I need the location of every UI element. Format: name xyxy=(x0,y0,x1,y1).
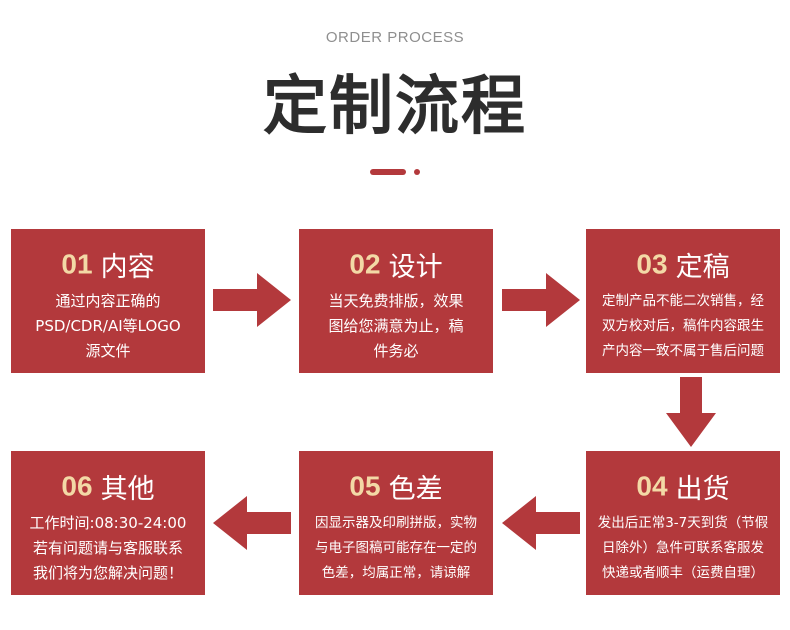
step-description: 发出后正常3-7天到货（节假 日除外）急件可联系客服发 快递或者顺丰（运费自理） xyxy=(592,511,774,586)
step-description-line: 源文件 xyxy=(85,342,131,360)
step-description-line: PSD/CDR/AI等LOGO xyxy=(35,317,181,335)
step-number: 06 xyxy=(61,470,93,502)
section-subtitle: ORDER PROCESS xyxy=(325,29,465,46)
arrow-left-icon xyxy=(213,496,291,550)
step-description-line: 因显示器及印刷拼版，实物 xyxy=(315,515,477,531)
step-name: 出货 xyxy=(675,474,730,505)
step-number: 02 xyxy=(349,248,381,280)
step-description-line: 色差，均属正常，请谅解 xyxy=(321,565,471,581)
step-name: 定稿 xyxy=(675,252,730,283)
title-underline-bar xyxy=(370,169,406,175)
step-description-line: 件务必 xyxy=(373,342,419,360)
step-description: 工作时间:08:30-24:00 若有问题请与客服联系 我们将为您解决问题！ xyxy=(17,511,199,586)
step-description-line: 通过内容正确的 xyxy=(55,292,161,310)
arrow-down-icon xyxy=(666,377,716,447)
arrow-right-icon xyxy=(213,273,291,327)
step-description: 通过内容正确的 PSD/CDR/AI等LOGO 源文件 xyxy=(17,289,199,364)
step-name: 其他 xyxy=(100,474,155,505)
step-description-line: 我们将为您解决问题！ xyxy=(32,564,183,582)
step-description: 因显示器及印刷拼版，实物 与电子图稿可能存在一定的 色差，均属正常，请谅解 xyxy=(305,511,487,586)
step-description-line: 工作时间:08:30-24:00 xyxy=(29,514,187,532)
step-number: 03 xyxy=(636,248,668,280)
step-description: 定制产品不能二次销售，经 双方校对后，稿件内容跟生 产内容一致不属于售后问题 xyxy=(592,289,774,364)
step-number: 01 xyxy=(61,248,93,280)
step-name: 内容 xyxy=(100,252,155,283)
step-number: 04 xyxy=(636,470,668,502)
title-underline-dot xyxy=(414,169,420,175)
step-description-line: 日除外）急件可联系客服发 xyxy=(602,540,764,556)
step-description-line: 发出后正常3-7天到货（节假 xyxy=(597,515,769,531)
arrow-left-icon xyxy=(502,496,580,550)
step-description-line: 若有问题请与客服联系 xyxy=(32,539,183,557)
step-description-line: 图给您满意为止，稿 xyxy=(328,317,464,335)
step-description-line: 当天免费排版，效果 xyxy=(328,292,464,310)
step-description-line: 与电子图稿可能存在一定的 xyxy=(315,540,477,556)
step-description-line: 产内容一致不属于售后问题 xyxy=(602,343,764,359)
step-name: 色差 xyxy=(388,474,443,505)
arrow-right-icon xyxy=(502,273,580,327)
page-title: 定制流程 xyxy=(263,70,527,144)
step-description-line: 定制产品不能二次销售，经 xyxy=(602,293,764,309)
step-description-line: 双方校对后，稿件内容跟生 xyxy=(602,318,764,334)
step-description-line: 快递或者顺丰（运费自理） xyxy=(602,565,764,581)
step-number: 05 xyxy=(349,470,381,502)
step-description: 当天免费排版，效果 图给您满意为止，稿 件务必 xyxy=(305,289,487,364)
step-name: 设计 xyxy=(388,252,443,283)
